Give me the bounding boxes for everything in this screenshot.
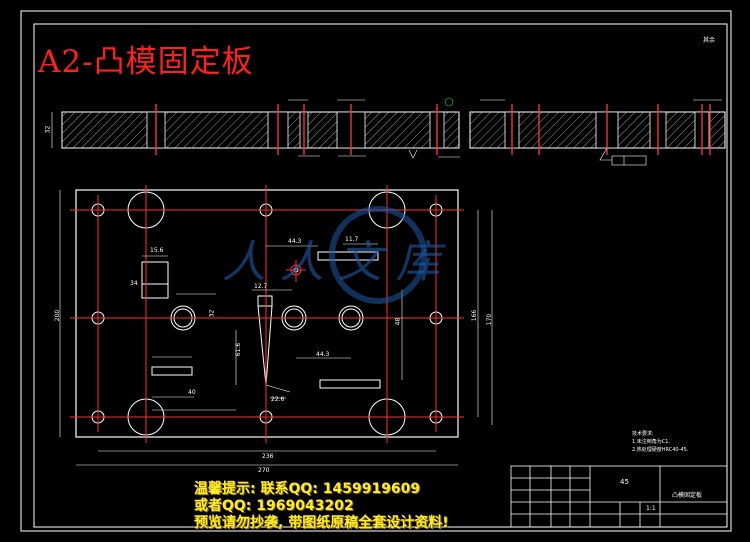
dim-label: 48 xyxy=(394,317,402,326)
dim-hole-span: 236 xyxy=(262,453,274,460)
tech-notes-heading: 技术要求: xyxy=(632,431,654,437)
watermark-logo: 人人文库 xyxy=(222,237,454,288)
tech-notes-line: 2.热处理硬度HRC40-45. xyxy=(632,447,689,453)
title-block xyxy=(510,465,728,528)
dim-inner-height: 166 xyxy=(471,309,479,322)
dim-overall-width: 270 xyxy=(258,467,270,474)
outer-frame xyxy=(20,10,732,532)
plate-outline xyxy=(75,189,459,438)
dim-right-height: 170 xyxy=(486,313,494,326)
dim-label: 40 xyxy=(188,389,196,396)
drawing-title: A2-凸模固定板 xyxy=(38,44,254,80)
title-block-material: 45 xyxy=(620,478,629,486)
dim-label: 22.6 xyxy=(271,396,285,403)
watermark-logo-mark xyxy=(329,206,427,304)
tech-notes: 技术要求: 1.未注倒角为C1. 2.热处理硬度HRC40-45. xyxy=(632,430,688,454)
plan-view xyxy=(59,185,493,466)
dim-label: 61.6 xyxy=(235,342,243,357)
notice-line-3: 预览请勿抄袭, 带图纸原稿全套设计资料! xyxy=(194,515,449,531)
roughness-mark: 其余 xyxy=(703,37,716,44)
dim-label: 44.3 xyxy=(288,238,302,245)
dim-label: 44.3 xyxy=(316,351,330,358)
dim-label: 32 xyxy=(208,309,216,318)
dim-label: 15.6 xyxy=(150,247,164,254)
dim-overall-height: 200 xyxy=(54,309,62,322)
dim-thickness: 32 xyxy=(44,125,52,134)
tech-notes-line: 1.未注倒角为C1. xyxy=(632,439,671,445)
title-block-scale: 1:1 xyxy=(646,505,656,512)
dim-label: 34 xyxy=(130,280,138,287)
section-view xyxy=(51,97,726,166)
notice-line-2: 或者QQ: 1969043202 xyxy=(194,498,354,514)
dim-label: 11.7 xyxy=(345,236,359,243)
inner-frame xyxy=(33,23,728,528)
section-body-left xyxy=(61,111,460,149)
title-block-name: 凸模固定板 xyxy=(672,492,703,499)
notice-line-1: 温馨提示: 联系QQ: 1459919609 xyxy=(194,481,421,497)
dim-label: 12.7 xyxy=(254,283,268,290)
